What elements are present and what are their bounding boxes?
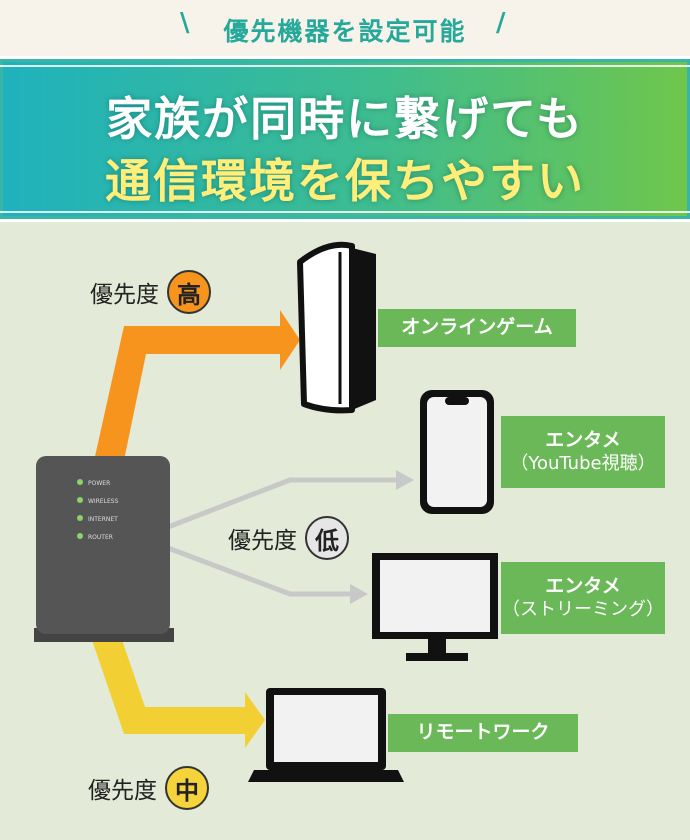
title-line-1: 家族が同時に繋げても	[106, 92, 584, 146]
label-youtube-line1: エンタメ	[545, 428, 621, 451]
label-online-game: オンラインゲーム	[378, 309, 576, 347]
priority-high-badge: 高	[167, 270, 211, 314]
led-label: INTERNET	[88, 516, 118, 523]
led-power-icon	[77, 479, 83, 485]
label-streaming-line2: （ストリーミング）	[502, 598, 664, 620]
game-console-icon	[297, 241, 376, 414]
banner-line-top	[0, 65, 690, 67]
label-streaming-line1: エンタメ	[545, 574, 621, 597]
label-remote-work-text: リモートワーク	[416, 721, 550, 744]
label-youtube: エンタメ （YouTube視聴）	[501, 416, 665, 488]
label-remote-work: リモートワーク	[388, 714, 578, 752]
title-line-2: 通信環境を保ちやすい	[105, 154, 585, 208]
priority-low: 優先度 低	[228, 516, 349, 560]
led-label: ROUTER	[88, 534, 113, 541]
slash-left-decoration: \	[180, 8, 190, 38]
router-icon: POWER WIRELESS INTERNET ROUTER	[34, 456, 174, 642]
low-priority-line-phone	[167, 477, 398, 530]
subtitle: 優先機器を設定可能	[223, 17, 467, 46]
slash-right-decoration: /	[496, 8, 506, 38]
priority-low-prefix: 優先度	[228, 528, 297, 554]
priority-high: 優先度 高	[90, 270, 211, 314]
high-priority-arrow	[92, 310, 300, 470]
priority-mid: 優先度 中	[88, 766, 209, 810]
monitor-icon	[372, 553, 498, 661]
priority-mid-prefix: 優先度	[88, 778, 157, 804]
banner-line-bottom	[0, 211, 690, 213]
mid-priority-arrow	[92, 640, 265, 748]
title-banner: 家族が同時に繋げても 通信環境を保ちやすい	[0, 56, 690, 222]
low-priority-line-monitor	[167, 545, 352, 597]
label-online-game-text: オンラインゲーム	[401, 316, 553, 339]
label-streaming: エンタメ （ストリーミング）	[501, 562, 665, 634]
priority-mid-badge: 中	[165, 766, 209, 810]
led-label: POWER	[88, 480, 110, 487]
priority-high-prefix: 優先度	[90, 282, 159, 308]
led-internet-icon	[77, 515, 83, 521]
label-youtube-line2: （YouTube視聴）	[510, 452, 656, 474]
priority-low-badge: 低	[305, 516, 349, 560]
low-priority-arrowhead-phone	[396, 470, 414, 490]
led-label: WIRELESS	[88, 498, 119, 505]
smartphone-icon	[420, 390, 494, 514]
laptop-icon	[248, 688, 404, 782]
low-priority-arrowhead-monitor	[350, 584, 368, 604]
led-router-icon	[77, 533, 83, 539]
top-bar: \ / 優先機器を設定可能	[0, 0, 690, 56]
led-wireless-icon	[77, 497, 83, 503]
